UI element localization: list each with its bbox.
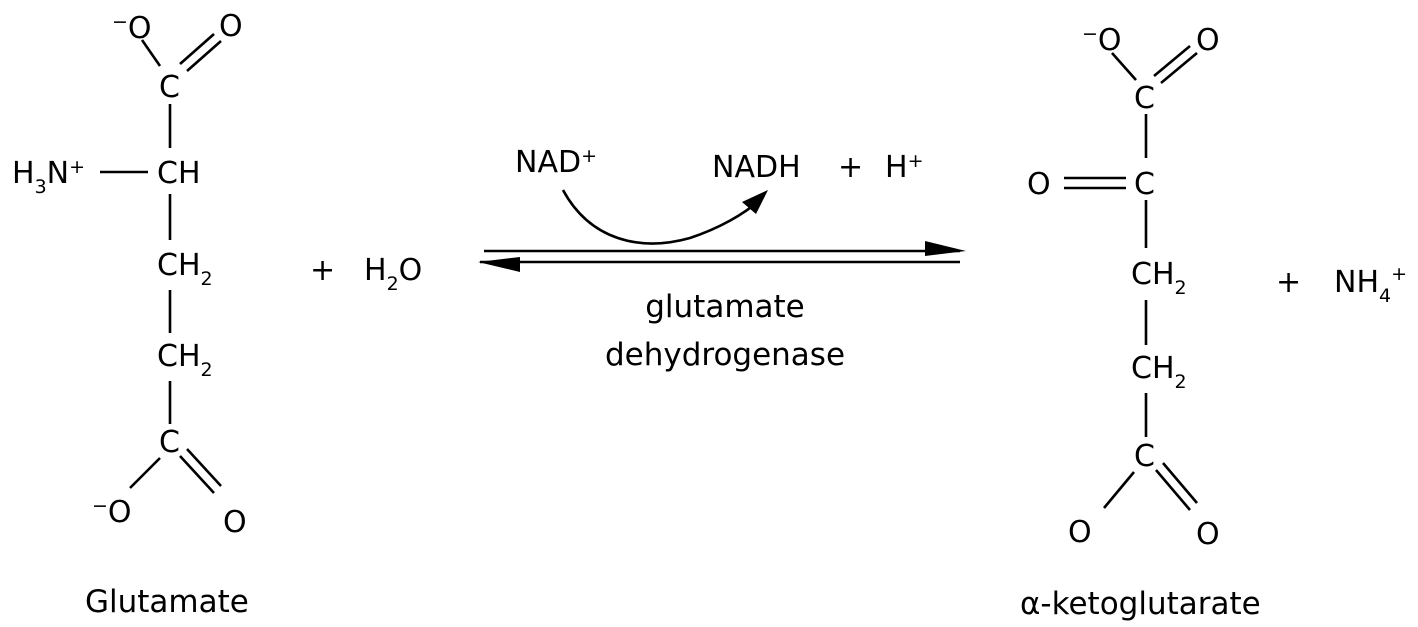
- glu-alpha-ch: CH: [157, 156, 201, 191]
- enzyme-name-line2: dehydrogenase: [605, 337, 845, 373]
- akg-ch2-b: CH2: [1131, 351, 1187, 393]
- cofactor-plus: +: [838, 150, 863, 185]
- glu-top-o-minus: −O: [112, 11, 152, 46]
- enzyme-name-line1: glutamate: [645, 289, 805, 325]
- ammonium-plus: +: [1276, 265, 1301, 300]
- nad-plus-label: NAD+: [515, 145, 597, 180]
- glu-bond-c-o-2: [186, 40, 222, 72]
- forward-arrowhead: [925, 241, 966, 256]
- akg-bond-c-o-2: [1160, 52, 1198, 84]
- akg-keto-carbon: C: [1134, 167, 1155, 202]
- glu-bond-c-o-minus: [129, 457, 161, 489]
- akg-bottom-carbon: C: [1134, 439, 1155, 474]
- glu-top-carbon: C: [159, 70, 180, 105]
- water-formula: H2O: [364, 253, 422, 295]
- cofactor-curved-arrow: [561, 189, 761, 245]
- glu-top-o-double: O: [219, 9, 243, 44]
- glu-bond-c-o-4: [186, 448, 222, 487]
- akg-top-carbon: C: [1134, 81, 1155, 116]
- glu-bond-o-c: [140, 39, 162, 67]
- equilibrium-arrows: [478, 189, 966, 272]
- glutamate-label: Glutamate: [85, 584, 249, 620]
- akg-top-o-minus: −O: [1082, 23, 1122, 58]
- akg-bond-c-o-4: [1162, 462, 1198, 504]
- water-plus: +: [310, 253, 335, 288]
- cofactor-arrowhead: [742, 190, 768, 214]
- glu-bottom-o-double: O: [223, 505, 247, 540]
- glu-ch2-a: CH2: [157, 248, 213, 290]
- alpha-ketoglutarate-structure: −O O C O C CH2 CH2 C O O: [1027, 23, 1220, 552]
- akg-bond-o-c: [1111, 52, 1137, 81]
- proton-label: H+: [885, 150, 923, 185]
- glu-bond-c-o-1: [179, 33, 215, 65]
- glutamate-structure: −O O C H3N+ CH CH2 CH2 C −O O: [12, 9, 247, 540]
- akg-ch2-a: CH2: [1131, 257, 1187, 299]
- akg-top-o-double: O: [1196, 23, 1220, 58]
- nadh-label: NADH: [712, 150, 801, 185]
- akg-bottom-o-left: O: [1068, 515, 1092, 550]
- glu-bond-c-o-3: [179, 455, 215, 494]
- glu-bottom-carbon: C: [159, 425, 180, 460]
- akg-bond-c-o-3: [1155, 469, 1191, 511]
- alpha-ketoglutarate-label: α-ketoglutarate: [1020, 586, 1261, 622]
- glu-amino-group: H3N+: [12, 156, 85, 198]
- reverse-arrowhead: [478, 257, 520, 272]
- ammonium-formula: NH4+: [1334, 263, 1407, 307]
- glu-ch2-b: CH2: [157, 339, 213, 381]
- akg-keto-o: O: [1027, 167, 1051, 202]
- akg-bond-c-o-left: [1103, 471, 1135, 509]
- akg-bond-c-o-1: [1153, 45, 1191, 77]
- akg-bottom-o-right: O: [1196, 517, 1220, 552]
- glu-bottom-o-minus: −O: [92, 495, 132, 530]
